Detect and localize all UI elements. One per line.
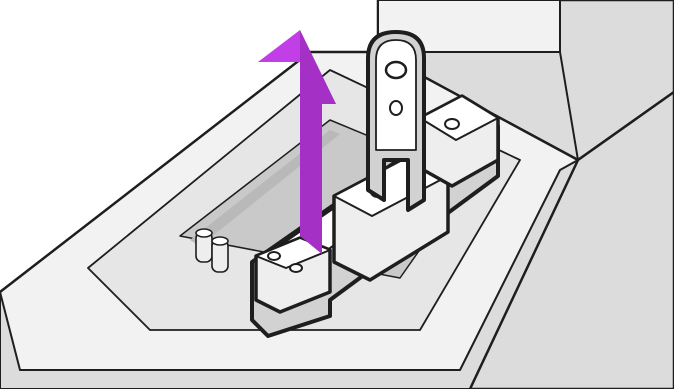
pin <box>196 229 212 262</box>
pin <box>212 237 228 272</box>
front-screw-hole <box>290 264 302 272</box>
front-screw-hole <box>268 252 280 260</box>
rear-screw-hole <box>445 119 459 129</box>
latch-lever-face <box>376 40 416 150</box>
lever-upper-hole <box>386 62 406 78</box>
lever-lower-hole <box>390 101 402 115</box>
